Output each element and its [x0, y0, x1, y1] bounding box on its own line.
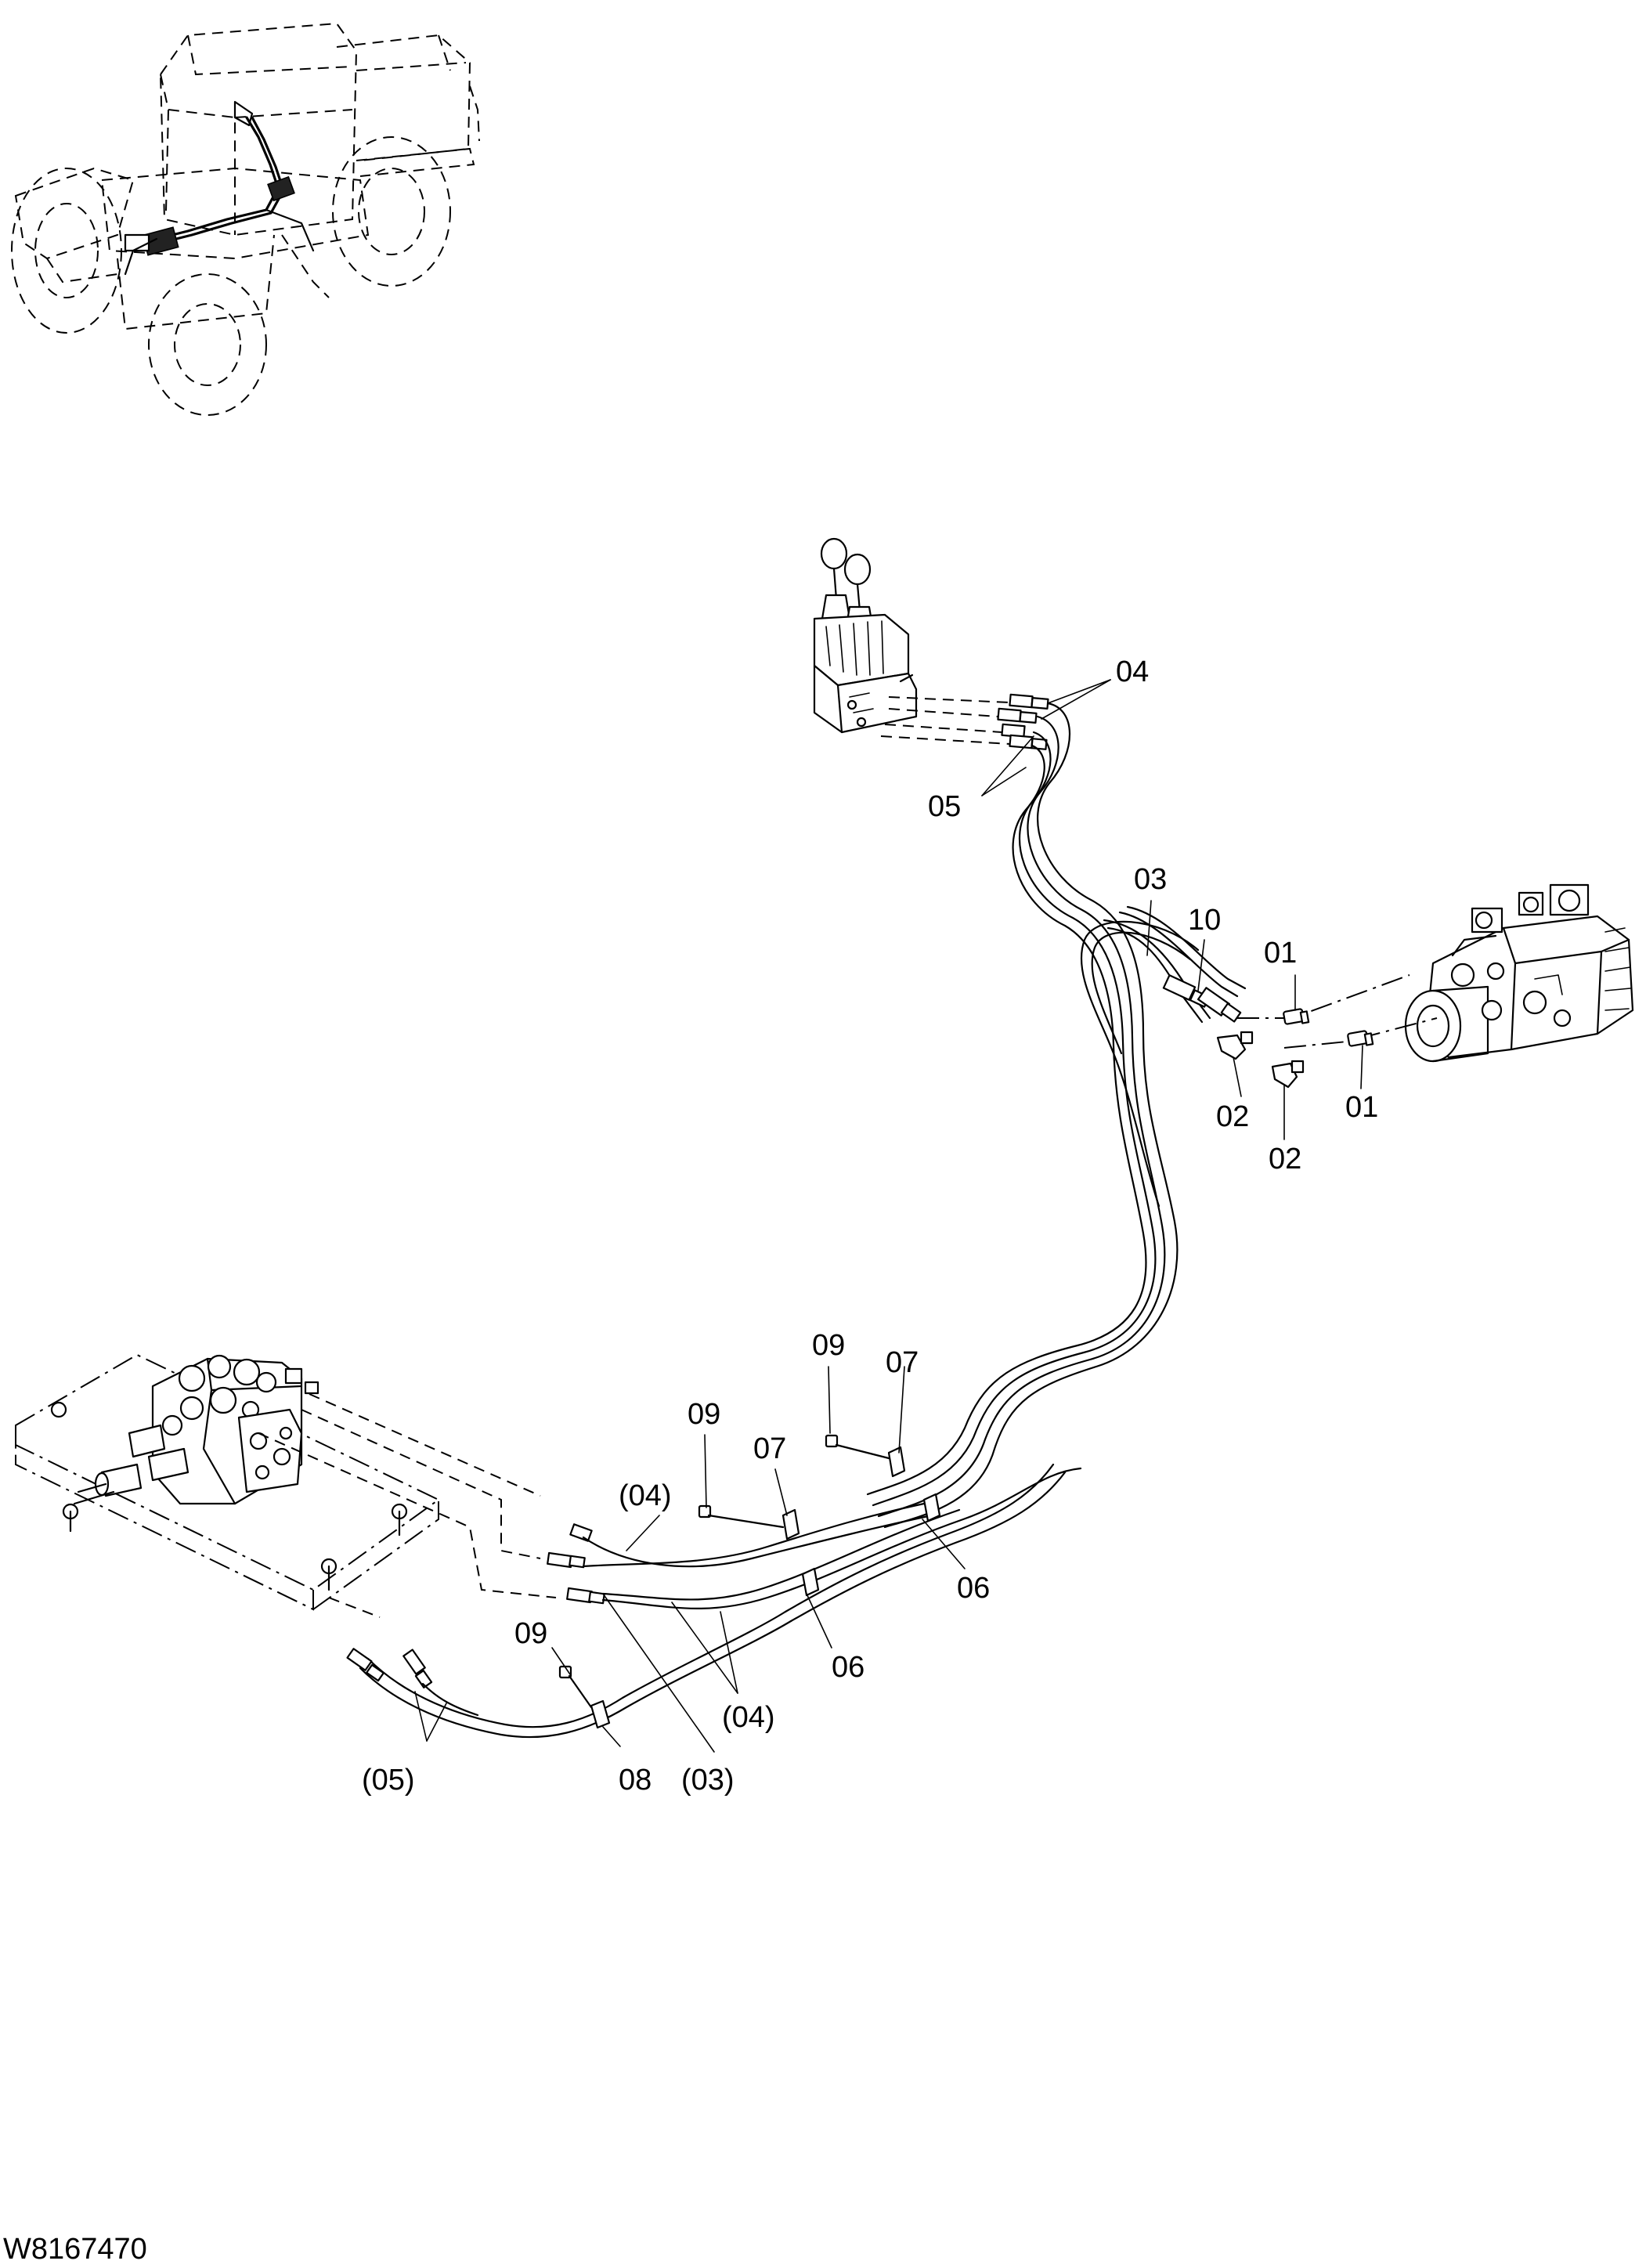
callout-09-a: 09 [812, 1329, 845, 1362]
callout-01-a: 01 [1264, 937, 1297, 970]
callout-06-a: 06 [957, 1572, 990, 1605]
callout-09-c: 09 [514, 1617, 547, 1650]
machine-overview-inset [11, 22, 480, 416]
callout-labels: 04 05 03 10 01 01 02 02 09 07 09 07 (04)… [362, 655, 1378, 1797]
lower-hose-runs [346, 1434, 1082, 1739]
callout-04-paren-bottom: (04) [722, 1701, 775, 1734]
control-valve-on-mounting-plate [15, 1353, 440, 1611]
callout-leader-lines [414, 679, 1363, 1753]
callout-03-top: 03 [1134, 863, 1167, 896]
callout-10: 10 [1188, 904, 1221, 937]
callout-08: 08 [619, 1764, 652, 1797]
hydraulic-pump-assembly [1404, 883, 1634, 1063]
pump-port-fittings [1216, 974, 1438, 1089]
main-hose-bundle [866, 702, 1247, 1529]
highlighted-pilot-hose-route [124, 100, 315, 276]
callout-05-paren: (05) [362, 1764, 415, 1797]
joystick-hose-fittings [997, 693, 1049, 750]
callout-09-b: 09 [688, 1398, 720, 1431]
callout-05-top: 05 [928, 790, 961, 823]
callout-04-paren-top: (04) [619, 1479, 672, 1512]
callout-07-b: 07 [753, 1432, 786, 1465]
callout-02-b: 02 [1269, 1143, 1301, 1176]
valve-port-connections [258, 1393, 557, 1618]
joystick-port-connections [880, 696, 1011, 745]
callout-07-a: 07 [886, 1346, 919, 1379]
callout-01-b: 01 [1345, 1091, 1378, 1124]
callout-03-paren: (03) [681, 1764, 735, 1797]
callout-02-a: 02 [1216, 1100, 1249, 1133]
remote-control-valve-joystick [813, 537, 918, 734]
drawing-number: W8167470 [3, 2233, 147, 2266]
callout-06-b: 06 [832, 1651, 865, 1684]
callout-04-top: 04 [1116, 655, 1149, 688]
